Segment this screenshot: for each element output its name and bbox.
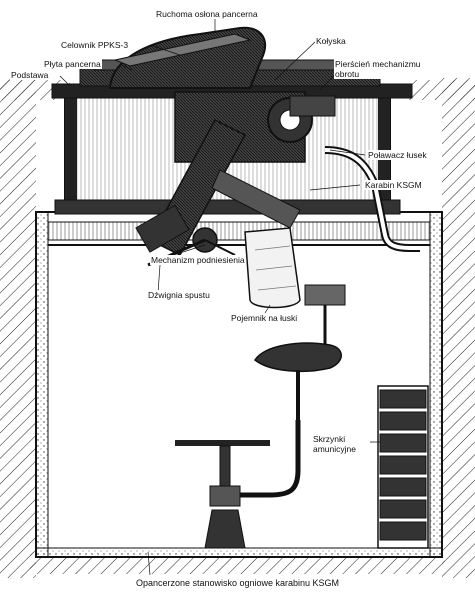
label-karabin: Karabin KSGM — [364, 180, 423, 190]
label-dzwignia: Dźwignia spustu — [147, 290, 211, 300]
label-pierscien: Pierścień mechanizmu obrotu — [334, 59, 441, 79]
shell-bag — [244, 227, 301, 309]
label-podstawa: Podstawa — [10, 70, 50, 80]
cradle-mechanism — [174, 91, 336, 163]
label-mechanizm: Mechanizm podniesienia — [150, 255, 246, 265]
label-plyta: Płyta pancerna — [43, 59, 102, 69]
label-skrzynki: Skrzynki amunicyjne — [312, 434, 370, 454]
diagram-caption: Opancerzone stanowisko ogniowe karabinu … — [135, 578, 340, 588]
label-ruchoma-oslona: Ruchoma osłona pancerna — [155, 9, 259, 19]
label-celownik: Celownik PPKS-3 — [60, 40, 130, 50]
ammunition-boxes — [377, 385, 429, 549]
gunner-seat — [225, 284, 346, 498]
leader-lines — [59, 17, 380, 576]
movable-armour-cover — [108, 26, 267, 89]
label-polawacz: Poławacz łusek — [367, 150, 428, 160]
pedestal — [175, 440, 270, 549]
label-kolyska: Kołyska — [315, 36, 347, 46]
shell-catcher-pipe — [324, 146, 420, 252]
machine-gun-ksgm — [135, 119, 301, 256]
label-pojemnik: Pojemnik na łuski — [230, 313, 299, 323]
